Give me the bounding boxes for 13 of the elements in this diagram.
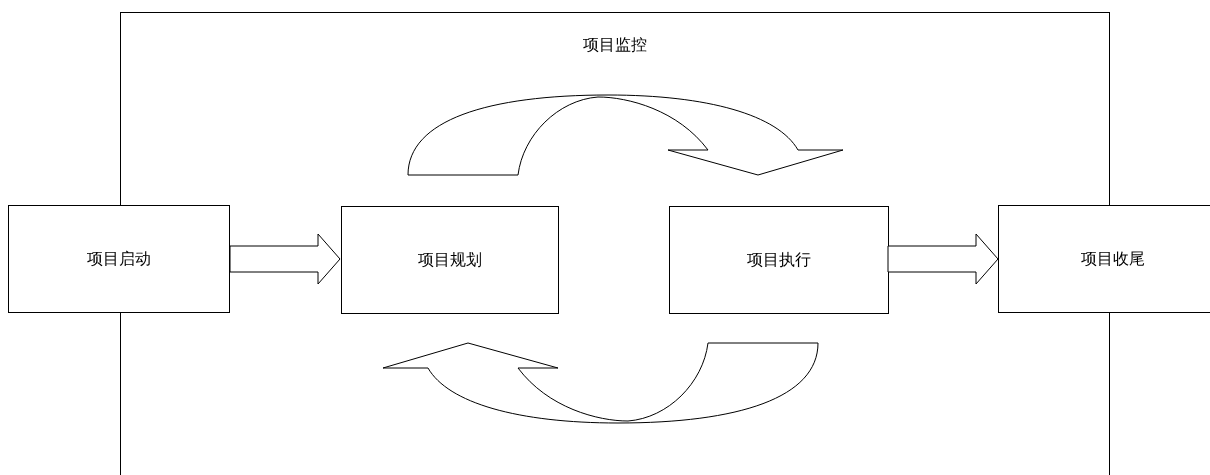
process-box: [341, 206, 559, 314]
process-box: [669, 206, 889, 314]
box-label: 项目规划: [418, 249, 482, 271]
box-label: 项目收尾: [1081, 248, 1145, 270]
box-label: 项目执行: [747, 249, 811, 271]
curved-block-arrow: [382, 342, 819, 424]
block-arrow: [229, 233, 341, 285]
process-box: [998, 205, 1210, 313]
curved-block-arrow: [407, 94, 844, 176]
group-title: 项目监控: [583, 34, 647, 56]
process-box: [8, 205, 230, 313]
box-label: 项目启动: [87, 248, 151, 270]
block-arrow: [887, 233, 999, 285]
